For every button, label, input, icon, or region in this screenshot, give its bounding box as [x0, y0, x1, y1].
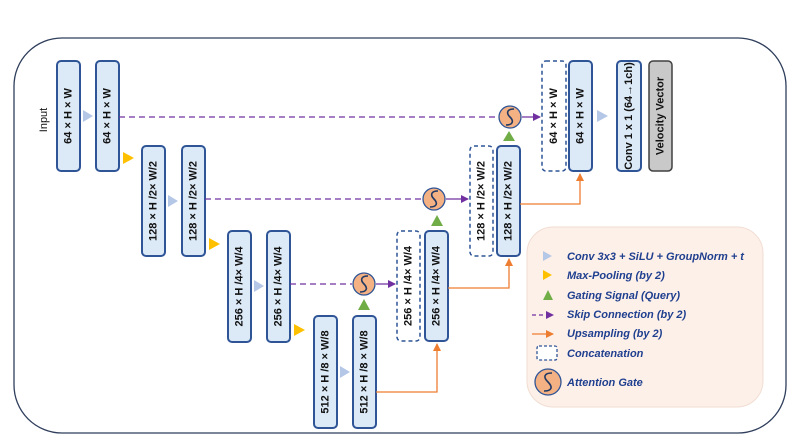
enc-l3-block-b [266, 230, 291, 343]
bottleneck-label-b: 512 × H /8 × W/8 [358, 330, 370, 413]
dec-l2-block [496, 145, 521, 257]
enc-l3-label-b: 256 × H /4× W/4 [272, 246, 284, 327]
attention-gate-icon [352, 272, 376, 296]
output-conv-label: Conv 1 x 1 (64→1ch) [623, 62, 635, 170]
legend-up-text: Upsampling (by 2) [567, 328, 663, 340]
legend-conv-icon [543, 251, 552, 261]
gating-arrow-icon [503, 131, 515, 141]
legend-gate-icon [543, 290, 553, 300]
attention-gate-icon [422, 187, 446, 211]
upsample-arrow-l3 [376, 343, 441, 393]
dec-l1-label-a: 64 × H × W [548, 88, 560, 144]
legend-concat-text: Concatenation [567, 348, 644, 360]
outer-frame [13, 37, 787, 434]
dec-l2-label-a: 128 × H /2× W/2 [475, 161, 487, 241]
velocity-vector-label: Velocity Vector [654, 76, 666, 155]
bottleneck-block-a [313, 315, 338, 429]
gating-arrow-icon [431, 215, 443, 226]
enc-l2-label-b: 128 × H /2× W/2 [187, 161, 199, 241]
legend-skip-text: Skip Connection (by 2) [567, 309, 687, 321]
pool-arrow-icon [294, 324, 305, 336]
dec-l1-block [568, 60, 593, 172]
pool-arrow-icon [123, 152, 134, 164]
legend-gate-text: Gating Signal (Query) [567, 290, 680, 302]
velocity-vector-block [648, 60, 673, 172]
dec-l3-label-a: 256 × H /4× W/4 [402, 245, 414, 326]
enc-l2-block-a [141, 145, 166, 257]
gating-arrow-icon [358, 299, 370, 310]
enc-l1-label-a: 64 × H × W [62, 88, 74, 144]
bottleneck-block-b [352, 315, 377, 429]
legend-attention-icon [534, 368, 562, 396]
dec-l2-label-b: 128 × H /2× W/2 [502, 161, 514, 241]
dec-l1-concat-block [541, 60, 567, 172]
enc-l2-label-a: 128 × H /2× W/2 [147, 161, 159, 241]
legend-box [526, 226, 764, 408]
enc-l3-label-a: 256 × H /4× W/4 [233, 246, 245, 327]
legend-concat-icon [536, 345, 558, 361]
enc-l1-label-b: 64 × H × W [101, 88, 113, 144]
conv-arrow-icon [168, 195, 178, 207]
legend-pool-text: Max-Pooling (by 2) [567, 270, 665, 282]
conv-arrow-icon [597, 110, 608, 122]
legend-conv-text: Conv 3x3 + SiLU + GroupNorm + t [567, 251, 745, 263]
enc-l3-block-a [227, 230, 252, 343]
dec-l3-block [424, 230, 449, 342]
dec-l3-label-b: 256 × H /4× W/4 [430, 245, 442, 326]
upsample-arrow-l2 [448, 258, 513, 289]
legend-attention-text: Attention Gate [566, 377, 643, 389]
pool-arrow-icon [209, 238, 220, 250]
input-label: Input [38, 108, 50, 132]
upsample-arrow-l1 [520, 173, 584, 205]
dec-l3-concat-block [396, 230, 421, 342]
legend-pool-icon [543, 270, 552, 280]
dec-l1-label-b: 64 × H × W [574, 88, 586, 144]
conv-arrow-icon [83, 110, 93, 122]
conv-arrow-icon [254, 280, 264, 292]
bottleneck-label-a: 512 × H /8 × W/8 [319, 330, 331, 413]
enc-l1-block-b [95, 60, 120, 172]
dec-l2-concat-block [469, 145, 494, 257]
conv-arrow-icon [340, 366, 350, 378]
enc-l2-block-b [181, 145, 206, 257]
enc-l1-block-a [56, 60, 81, 172]
attention-gate-icon [498, 105, 522, 129]
output-conv-block [616, 60, 642, 172]
